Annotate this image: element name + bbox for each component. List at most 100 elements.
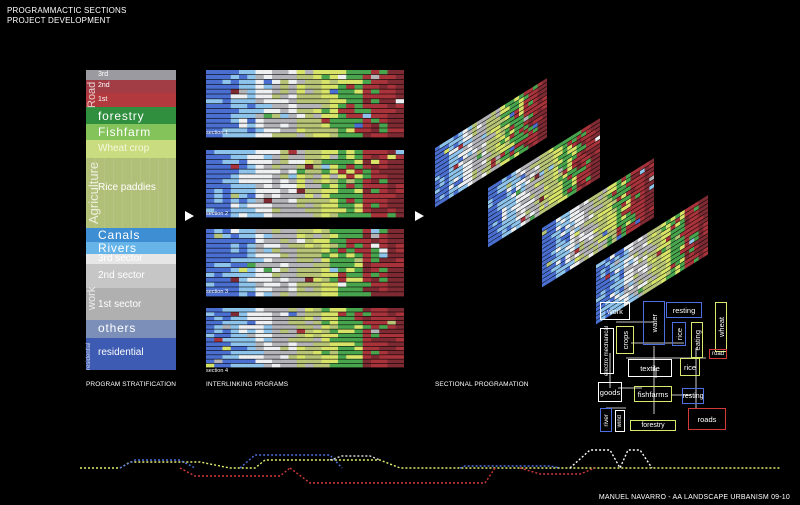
- program-cell: [222, 108, 231, 114]
- program-cell: [395, 154, 404, 160]
- program-cell: [305, 159, 314, 164]
- program-cell: [519, 135, 524, 143]
- program-cell: [230, 346, 240, 351]
- program-cell: [579, 231, 585, 239]
- program-cell: [621, 209, 627, 217]
- program-cell: [530, 180, 535, 187]
- program-cell: [595, 152, 600, 159]
- program-cell: [263, 229, 273, 234]
- program-cell: [321, 128, 330, 133]
- program-cell: [379, 179, 388, 184]
- program-cell: [206, 253, 215, 258]
- program-cell: [553, 152, 559, 160]
- program-cell: [272, 308, 281, 312]
- program-cell: [463, 166, 468, 173]
- program-cell: [214, 346, 223, 351]
- program-cell: [387, 342, 396, 346]
- program-cell: [588, 195, 594, 203]
- program-cell: [684, 206, 690, 214]
- program-cell: [214, 359, 223, 364]
- program-cell: [247, 208, 256, 213]
- program-cell: [626, 211, 631, 218]
- program-cell: [379, 243, 388, 248]
- program-cell: [640, 180, 645, 188]
- program-cell: [313, 287, 322, 292]
- program-cell: [698, 244, 704, 252]
- program-cell: [263, 154, 273, 160]
- program-cell: [630, 182, 636, 190]
- program-cell: [263, 287, 273, 292]
- program-cell: [395, 355, 404, 359]
- program-cell: [467, 163, 473, 170]
- program-cell: [488, 184, 493, 192]
- program-cell: [346, 272, 355, 277]
- program-cell: [560, 230, 566, 238]
- program-cell: [684, 249, 690, 257]
- program-cell: [239, 94, 248, 99]
- program-cell: [362, 188, 372, 194]
- program-cell: [586, 162, 591, 170]
- program-cell: [596, 287, 601, 295]
- program-cell: [206, 359, 215, 364]
- program-cell: [511, 196, 517, 203]
- program-cell: [346, 188, 355, 194]
- program-cell: [239, 104, 248, 109]
- program-cell: [661, 259, 667, 267]
- program-cell: [395, 329, 404, 334]
- program-cell: [354, 193, 363, 198]
- program-cell: [576, 138, 582, 145]
- program-cell: [598, 211, 603, 219]
- program-cell: [600, 289, 606, 296]
- program-cell: [458, 147, 464, 155]
- program-cell: [263, 150, 273, 155]
- program-cell: [239, 150, 248, 155]
- program-cell: [280, 238, 289, 243]
- program-cell: [570, 216, 575, 223]
- program-cell: [272, 89, 281, 94]
- program-cell: [614, 271, 620, 279]
- program-cell: [288, 213, 297, 218]
- program-cell: [477, 127, 482, 135]
- program-cell: [680, 222, 685, 230]
- program-cell: [338, 258, 347, 263]
- program-cell: [520, 198, 526, 206]
- program-cell: [533, 113, 538, 121]
- program-cell: [305, 193, 314, 198]
- program-cell: [562, 181, 568, 188]
- program-cell: [567, 165, 573, 173]
- program-cell: [572, 132, 577, 140]
- header-title: PROGRAMMACTIC SECTIONS: [7, 6, 127, 15]
- program-cell: [525, 195, 531, 203]
- program-cell: [222, 350, 231, 355]
- program-cell: [255, 312, 264, 316]
- program-cell: [565, 223, 571, 230]
- program-cell: [463, 157, 468, 165]
- program-cell: [616, 225, 622, 233]
- program-cell: [305, 243, 314, 248]
- program-cell: [612, 228, 617, 236]
- program-cell: [206, 208, 215, 213]
- program-cell: [600, 284, 606, 292]
- program-cell: [395, 198, 404, 203]
- program-cell: [565, 253, 571, 260]
- program-cell: [621, 179, 627, 187]
- program-cell: [579, 210, 585, 217]
- program-cell: [272, 203, 281, 208]
- program-cell: [542, 116, 547, 124]
- program-cell: [598, 219, 603, 227]
- program-cell: [230, 253, 240, 258]
- program-cell: [272, 70, 281, 75]
- program-cell: [574, 251, 580, 259]
- program-cell: [346, 84, 355, 89]
- program-cell: [346, 154, 355, 160]
- program-cell: [247, 159, 256, 164]
- program-cell: [649, 205, 654, 212]
- program-cell: [576, 155, 582, 162]
- program-cell: [230, 203, 240, 208]
- program-cell: [546, 277, 552, 285]
- program-cell: [346, 184, 355, 189]
- program-cell: [516, 167, 521, 175]
- program-cell: [565, 248, 571, 256]
- program-cell: [321, 320, 330, 325]
- program-cell: [596, 274, 601, 282]
